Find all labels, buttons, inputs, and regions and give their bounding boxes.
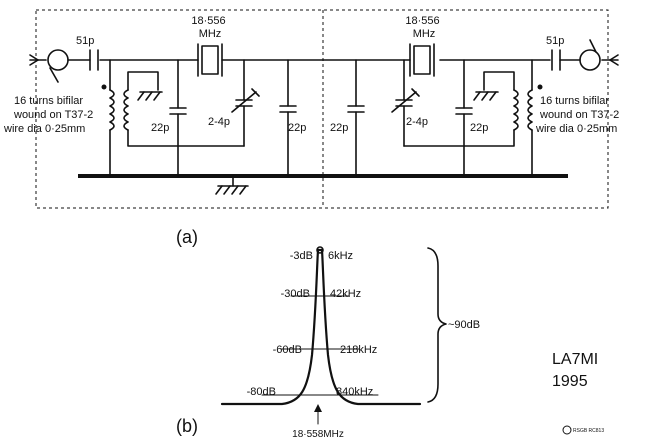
cap-22p-left-1 xyxy=(169,59,187,177)
winding-right-label: 16 turns bifilar wound on T37-2 wire dia… xyxy=(535,95,622,135)
cap-in-label: 51p xyxy=(76,35,94,47)
label-b: (b) xyxy=(176,416,198,436)
bw-label-840: 840kHz xyxy=(336,386,373,398)
coupling-cap-out xyxy=(551,49,561,71)
trimmer-left-label: 2-4p xyxy=(208,116,230,128)
cap-22p-right-2-label: 22p xyxy=(330,122,348,134)
crystal-right-label: 18·556 MHz xyxy=(405,15,442,40)
db-label-60: -60dB xyxy=(273,344,302,356)
transformer-right xyxy=(403,59,543,177)
crystal-left xyxy=(197,43,223,77)
db-label-3: -3dB xyxy=(290,250,313,262)
circuit-schematic: 51p 51p 18·556 MHz 18·556 MHz xyxy=(3,9,622,209)
range-label: ~90dB xyxy=(448,319,480,331)
center-arrow-head xyxy=(314,404,322,412)
peak-marker xyxy=(316,246,324,254)
crystal-right xyxy=(409,43,435,77)
trimmer-left xyxy=(231,59,260,147)
response-curve xyxy=(220,248,422,406)
bw-label-42: 42kHz xyxy=(330,288,361,300)
cap-22p-right-1 xyxy=(455,59,473,177)
trimmer-right xyxy=(391,59,420,147)
bw-label-6: 6kHz xyxy=(328,250,353,262)
range-brace xyxy=(427,247,447,403)
enclosure-dashed xyxy=(35,9,609,209)
db-label-30: -30dB xyxy=(281,288,310,300)
cap-22p-left-2 xyxy=(279,59,297,177)
center-freq-label: 18·558MHz xyxy=(292,429,344,440)
credit-label: RSGB RC813 xyxy=(573,428,604,434)
credit-mark: RSGB RC813 xyxy=(562,425,604,435)
ground-symbol xyxy=(215,175,249,195)
cap-22p-right-2 xyxy=(347,59,365,177)
winding-left-label: 16 turns bifilar wound on T37-2 wire dia… xyxy=(3,95,96,135)
response-plot: -3dB 6kHz -30dB 42kHz -60dB 218kHz -80dB… xyxy=(220,246,480,440)
crystal-left-label: 18·556 MHz xyxy=(191,15,228,40)
author-label: LA7MI 1995 xyxy=(552,351,603,390)
trimmer-right-label: 2-4p xyxy=(406,116,428,128)
cap-22p-right-1-label: 22p xyxy=(470,122,488,134)
transformer-left xyxy=(101,59,245,177)
cap-22p-left-1-label: 22p xyxy=(151,122,169,134)
bw-label-218: 218kHz xyxy=(340,344,377,356)
db-label-80: -80dB xyxy=(247,386,276,398)
cap-out-label: 51p xyxy=(546,35,564,47)
cap-22p-left-2-label: 22p xyxy=(288,122,306,134)
label-a: (a) xyxy=(176,227,198,247)
input-connector xyxy=(29,49,69,83)
output-connector xyxy=(579,39,619,71)
coupling-cap-in xyxy=(89,49,99,71)
